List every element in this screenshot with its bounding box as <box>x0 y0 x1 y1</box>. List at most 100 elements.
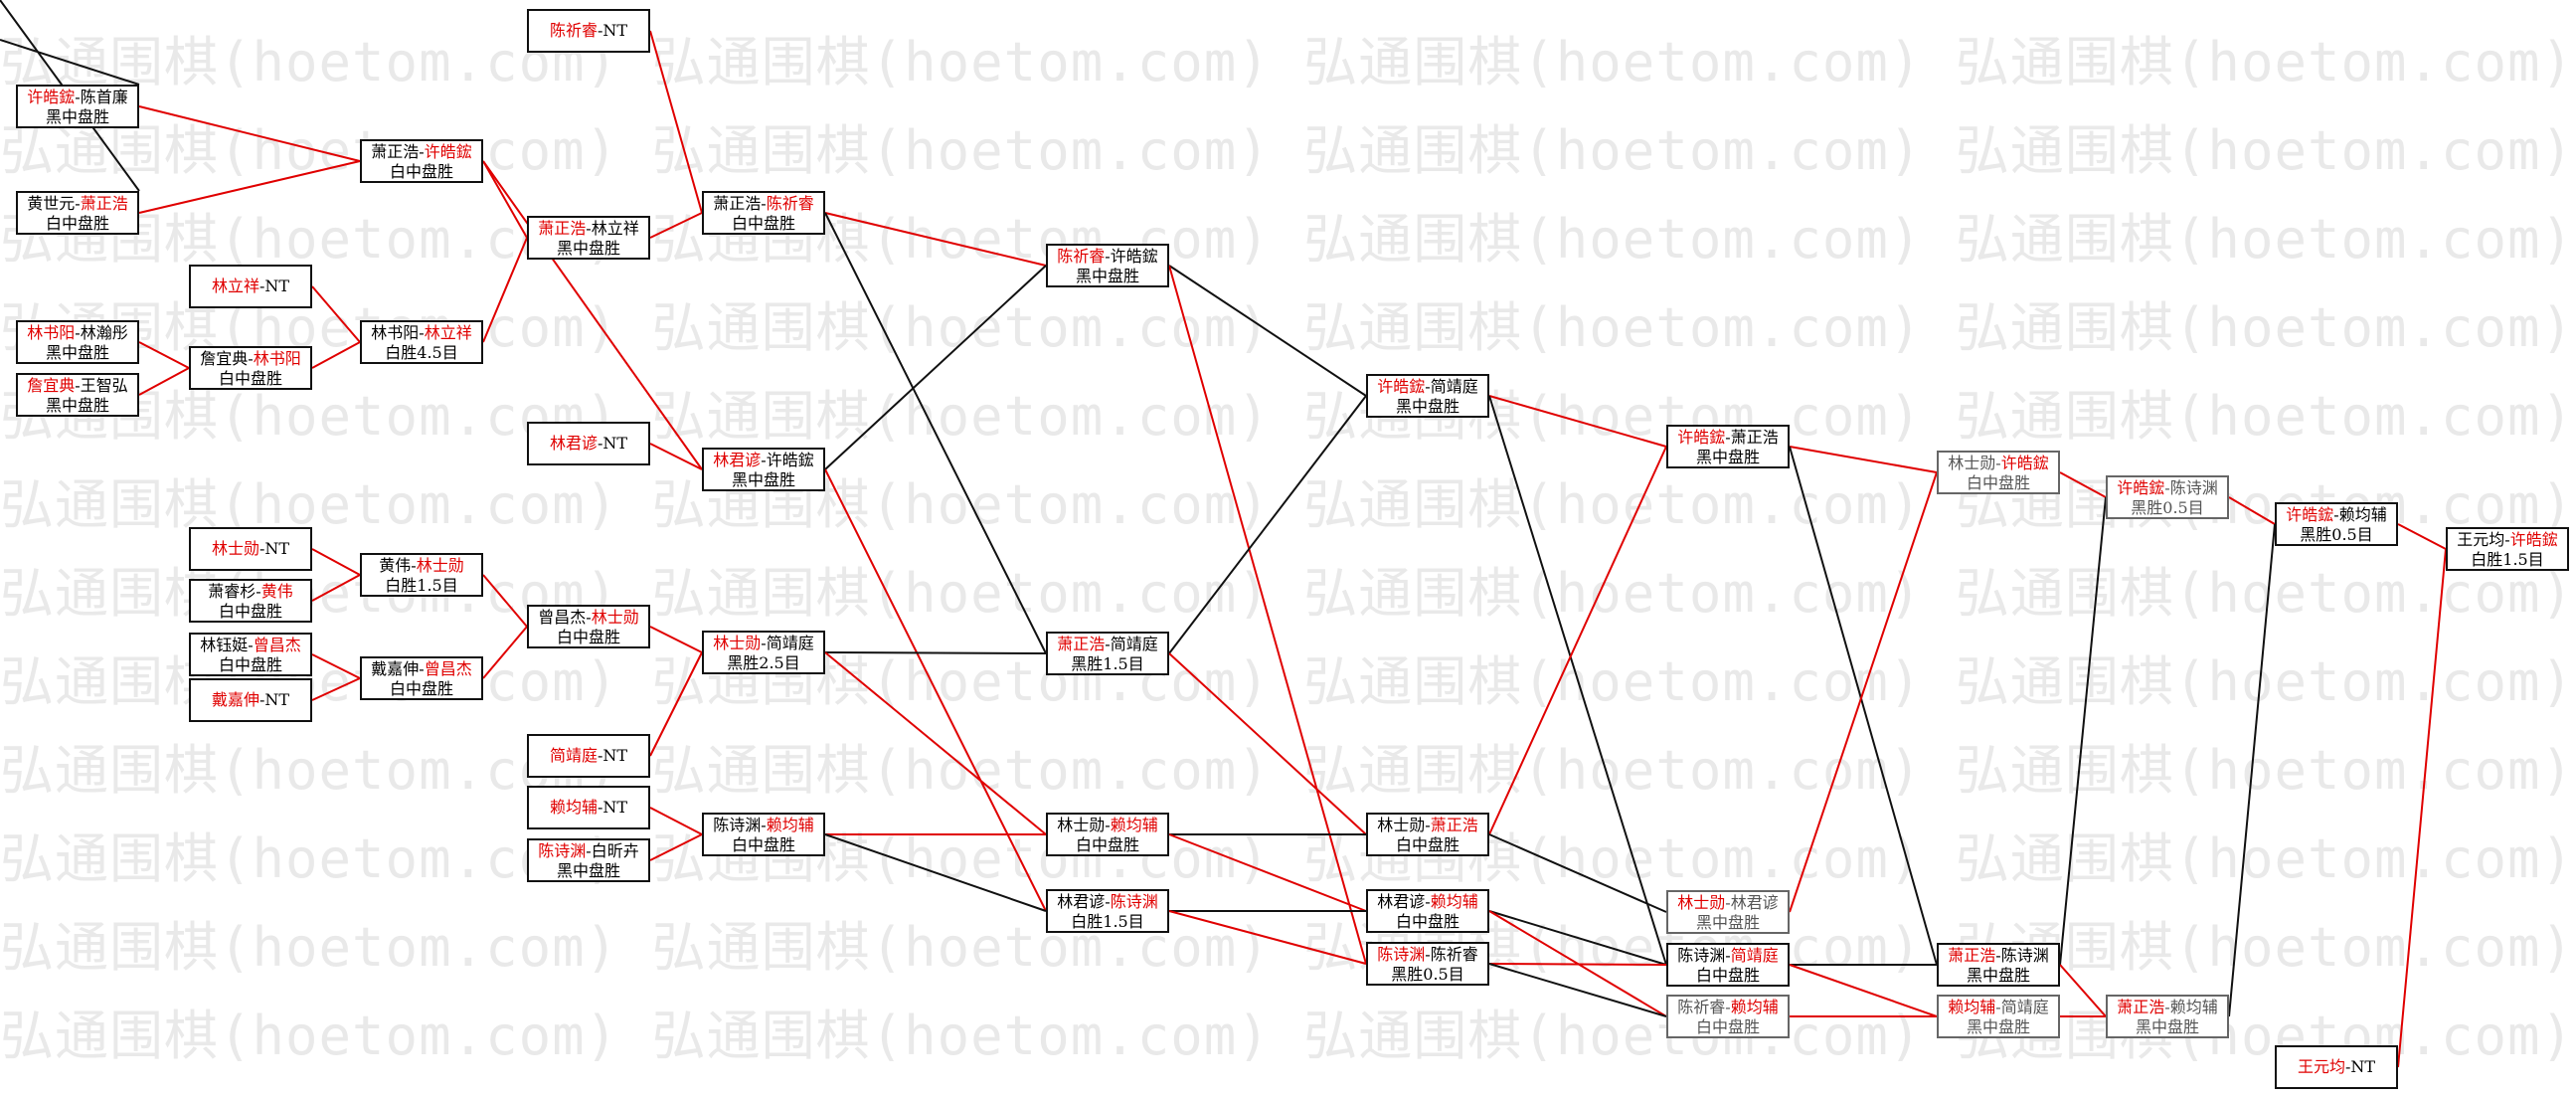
match-box[interactable]: 林书阳-林瀚彤黑中盘胜 <box>16 320 139 364</box>
match-box[interactable]: 许皓鋐-陈首廉黑中盘胜 <box>16 85 139 128</box>
match-result: 黑中盘胜 <box>731 470 795 489</box>
bracket-link <box>649 807 703 835</box>
match-result: 白胜1.5目 <box>1071 912 1144 931</box>
vs-dash: - <box>597 798 603 817</box>
match-box[interactable]: 林士勋-许皓鋐白中盘胜 <box>1937 451 2060 494</box>
match-box[interactable]: 萧正浩-许皓鋐白中盘胜 <box>360 139 483 183</box>
match-box[interactable]: 萧正浩-陈诗渊黑中盘胜 <box>1937 943 2060 987</box>
match-box[interactable]: 戴嘉伸-曾昌杰白中盘胜 <box>360 656 483 700</box>
bracket-link <box>649 443 703 470</box>
player-name: 萧正浩 <box>2117 998 2165 1016</box>
match-box[interactable]: 林君谚-NT <box>527 422 650 465</box>
match-box[interactable]: 曾昌杰-林士勋白中盘胜 <box>527 605 650 648</box>
match-result: 白中盘胜 <box>1395 912 1460 931</box>
match-result: 黑中盘胜 <box>2135 1017 2199 1036</box>
player-name: 简靖庭 <box>549 746 598 765</box>
match-players: 萧正浩-许皓鋐 <box>362 142 481 162</box>
match-players: 许皓鋐-陈首廉 <box>18 88 137 107</box>
player-name: NT <box>602 434 628 453</box>
match-players: 林君谚-NT <box>529 424 648 463</box>
bracket-link <box>649 212 703 239</box>
player-name: 林书阳 <box>371 323 420 342</box>
player-name: 萧正浩 <box>80 194 128 213</box>
player-name: 陈祈睿 <box>766 194 814 213</box>
player-name: NT <box>602 21 628 40</box>
match-box[interactable]: 陈祈睿-许皓鋐黑中盘胜 <box>1046 244 1169 287</box>
match-box[interactable]: 萧正浩-赖均辅黑中盘胜 <box>2106 995 2229 1038</box>
match-box[interactable]: 王元均-NT <box>2275 1045 2398 1089</box>
match-box[interactable]: 黄伟-林士勋白胜1.5目 <box>360 553 483 597</box>
bracket-link <box>1789 471 1938 913</box>
player-name: 萧正浩 <box>713 194 762 213</box>
match-result: 黑胜0.5目 <box>2300 525 2373 544</box>
match-box[interactable]: 林立祥-NT <box>189 265 312 308</box>
bracket-link <box>138 160 361 214</box>
match-players: 黄世元-萧正浩 <box>18 194 137 214</box>
match-box[interactable]: 陈诗渊-赖均辅白中盘胜 <box>702 813 825 856</box>
vs-dash: - <box>75 323 81 342</box>
player-name: 赖均辅 <box>766 816 814 834</box>
match-box[interactable]: 许皓鋐-赖均辅黑胜0.5目 <box>2275 502 2398 546</box>
vs-dash: - <box>1105 635 1111 653</box>
vs-dash: - <box>1105 816 1111 834</box>
player-name: NT <box>264 276 290 295</box>
match-box[interactable]: 萧正浩-简靖庭黑胜1.5目 <box>1046 632 1169 675</box>
match-box[interactable]: 王元均-许皓鋐白胜1.5目 <box>2446 527 2569 571</box>
bracket-link <box>824 212 1047 654</box>
match-result: 白中盘胜 <box>731 835 795 854</box>
bracket-link <box>649 833 703 861</box>
bracket-link <box>2059 471 2107 498</box>
match-box[interactable]: 戴嘉伸-NT <box>189 678 312 722</box>
match-box[interactable]: 萧正浩-陈祈睿白中盘胜 <box>702 191 825 235</box>
match-players: 曾昌杰-林士勋 <box>529 608 648 628</box>
match-box[interactable]: 詹宜典-王智弘黑中盘胜 <box>16 373 139 417</box>
player-name: 萧正浩 <box>1948 946 1996 965</box>
match-box[interactable]: 林士勋-萧正浩白中盘胜 <box>1366 813 1489 856</box>
match-box[interactable]: 许皓鋐-萧正浩黑中盘胜 <box>1666 425 1790 468</box>
match-result: 白中盘胜 <box>731 214 795 233</box>
player-name: 许皓鋐 <box>1677 428 1726 447</box>
bracket-link <box>1488 963 1667 1017</box>
match-box[interactable]: 林君谚-陈诗渊白胜1.5目 <box>1046 889 1169 933</box>
match-box[interactable]: 赖均辅-NT <box>527 786 650 829</box>
match-result: 白胜4.5目 <box>385 343 458 362</box>
player-name: 黄伟 <box>379 556 412 575</box>
match-players: 林君谚-许皓鋐 <box>704 451 823 470</box>
match-box[interactable]: 林士勋-赖均辅白中盘胜 <box>1046 813 1169 856</box>
match-box[interactable]: 林君谚-许皓鋐黑中盘胜 <box>702 448 825 491</box>
match-players: 戴嘉伸-曾昌杰 <box>362 659 481 679</box>
vs-dash: - <box>1425 377 1431 396</box>
match-box[interactable]: 萧正浩-林立祥黑中盘胜 <box>527 216 650 260</box>
match-result: 黑中盘胜 <box>556 861 620 880</box>
bracket-link <box>138 105 361 162</box>
match-box[interactable]: 许皓鋐-简靖庭黑中盘胜 <box>1366 374 1489 418</box>
match-box[interactable]: 简靖庭-NT <box>527 734 650 778</box>
match-box[interactable]: 黄世元-萧正浩白中盘胜 <box>16 191 139 235</box>
vs-dash: - <box>586 841 592 860</box>
match-box[interactable]: 林钰娗-曾昌杰白中盘胜 <box>189 633 312 676</box>
bracket-link <box>824 651 1047 654</box>
match-box[interactable]: 陈祈睿-赖均辅白中盘胜 <box>1666 995 1790 1038</box>
match-box[interactable]: 萧睿杉-黄伟白中盘胜 <box>189 579 312 623</box>
match-box[interactable]: 林书阳-林立祥白胜4.5目 <box>360 320 483 364</box>
match-result: 白中盘胜 <box>45 214 109 233</box>
match-box[interactable]: 陈诗渊-陈祈睿黑胜0.5目 <box>1366 942 1489 986</box>
match-box[interactable]: 林士勋-NT <box>189 527 312 571</box>
match-box[interactable]: 林君谚-赖均辅白中盘胜 <box>1366 889 1489 933</box>
match-box[interactable]: 赖均辅-简靖庭黑中盘胜 <box>1937 995 2060 1038</box>
match-box[interactable]: 陈祈睿-NT <box>527 9 650 53</box>
player-name: 许皓鋐 <box>766 451 814 469</box>
match-box[interactable]: 许皓鋐-陈诗渊黑胜0.5目 <box>2106 475 2229 519</box>
match-box[interactable]: 林士勋-林君谚黑中盘胜 <box>1666 890 1790 934</box>
bracket-link <box>482 237 528 343</box>
match-box[interactable]: 林士勋-简靖庭黑胜2.5目 <box>702 631 825 674</box>
match-players: 许皓鋐-赖均辅 <box>2277 505 2396 525</box>
vs-dash: - <box>2344 1057 2351 1076</box>
player-name: 王元均 <box>2297 1057 2345 1076</box>
match-box[interactable]: 詹宜典-林书阳白中盘胜 <box>189 346 312 390</box>
match-box[interactable]: 陈诗渊-简靖庭白中盘胜 <box>1666 943 1790 987</box>
player-name: 陈诗渊 <box>1677 946 1726 965</box>
bracket-link <box>138 341 190 369</box>
match-box[interactable]: 陈诗渊-白昕卉黑中盘胜 <box>527 838 650 882</box>
match-result: 黑中盘胜 <box>1966 966 2030 985</box>
